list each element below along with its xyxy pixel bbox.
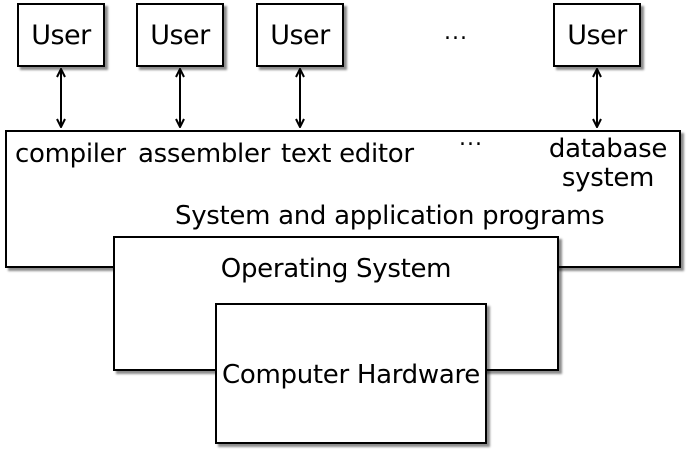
- program-text-editor: text editor: [281, 139, 414, 169]
- user-box-4: User: [553, 3, 641, 67]
- user-label: User: [31, 19, 91, 51]
- program-compiler: compiler: [15, 139, 126, 169]
- user-box-2: User: [136, 3, 224, 67]
- ellipsis-users: ...: [444, 20, 468, 45]
- database-line-1: database: [548, 134, 668, 164]
- computer-hardware-title: Computer Hardware: [222, 360, 480, 390]
- user-label: User: [270, 19, 330, 51]
- user-label: User: [150, 19, 210, 51]
- system-application-programs-title: System and application programs: [175, 201, 605, 231]
- program-database-system: database system: [548, 135, 668, 193]
- user-label: User: [567, 19, 627, 51]
- database-line-2: system: [561, 163, 655, 193]
- ellipsis-programs: ...: [459, 126, 483, 151]
- user-box-1: User: [17, 3, 105, 67]
- computer-hardware-layer: Computer Hardware: [215, 303, 487, 444]
- user-box-3: User: [256, 3, 344, 67]
- program-assembler: assembler: [138, 139, 271, 169]
- operating-system-title: Operating System: [220, 254, 452, 284]
